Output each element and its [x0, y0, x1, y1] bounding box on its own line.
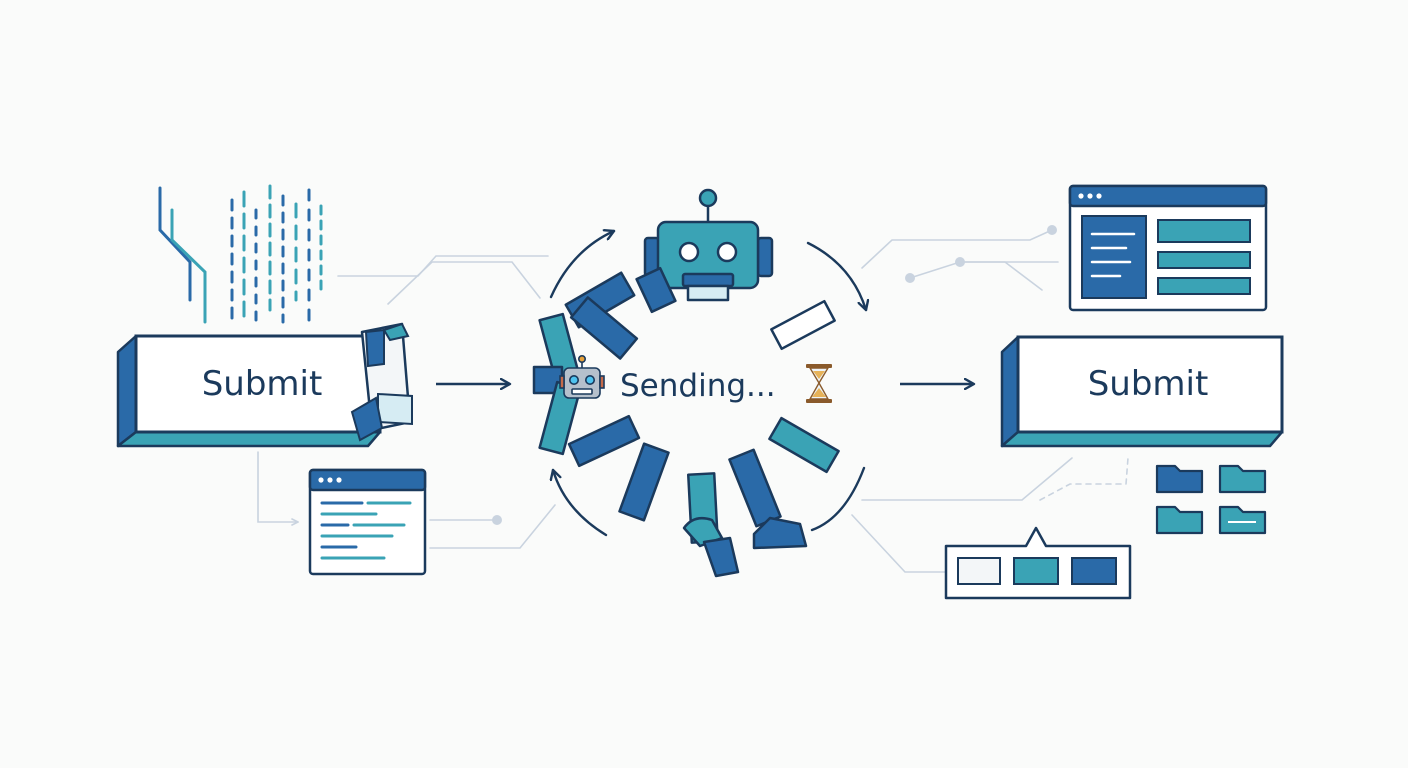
loading-state: Sending... — [559, 354, 832, 404]
cycle-arrows — [551, 231, 866, 537]
segmented-tooltip — [944, 526, 1132, 600]
folder-icon — [1155, 505, 1204, 535]
robot-assembly — [532, 188, 840, 578]
antenna-icon — [698, 188, 718, 208]
peel-edge — [364, 328, 385, 368]
folder-icon — [1155, 464, 1204, 494]
hourglass-icon — [806, 364, 832, 403]
robot-icon — [559, 354, 605, 399]
browser-window-right — [1068, 184, 1268, 312]
code-window-left — [308, 468, 427, 576]
connector-lines — [257, 229, 1129, 573]
final-submit-button[interactable]: Submit — [1000, 335, 1284, 448]
loading-label: Sending... — [620, 368, 776, 404]
data-stream-lines — [158, 184, 323, 324]
folder-icon — [1218, 464, 1267, 494]
initial-submit-button[interactable]: Submit — [116, 322, 413, 448]
folder-icon — [1218, 505, 1267, 535]
initial-submit-label: Submit — [202, 364, 323, 404]
connector-dots — [492, 225, 1057, 525]
folder-icons — [1155, 464, 1267, 535]
final-submit-label: Submit — [1088, 364, 1209, 404]
